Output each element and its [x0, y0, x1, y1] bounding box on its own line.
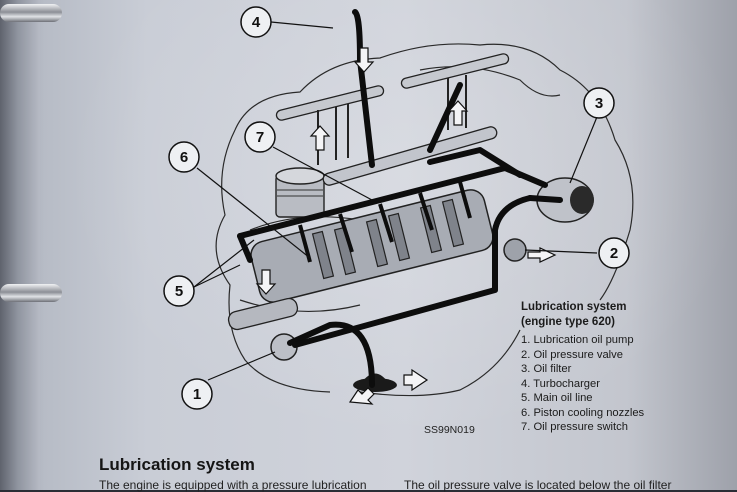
svg-text:4: 4	[252, 14, 261, 31]
rocker-arms	[275, 53, 510, 165]
flow-arrow-valve	[527, 247, 557, 263]
flow-arrows	[255, 47, 557, 405]
crankshaft	[227, 189, 494, 331]
oil-filter	[536, 177, 594, 223]
legend-item: 5. Main oil line	[521, 392, 593, 404]
callout-6: 6	[168, 141, 200, 173]
legend-item: 6. Piston cooling nozzles	[521, 406, 645, 419]
flow-arrow-line	[255, 269, 277, 295]
callout-5: 5	[163, 275, 195, 307]
svg-text:6: 6	[180, 149, 188, 166]
oil-lines	[237, 9, 563, 388]
callout-2: 2	[598, 237, 630, 269]
flow-arrow-rocker-2	[447, 100, 469, 126]
binder-ring-middle	[0, 284, 62, 302]
leader-lines	[193, 21, 600, 381]
flow-arrow-sump-right	[403, 368, 429, 392]
oil-pickup	[353, 373, 397, 392]
branch-lines	[298, 181, 472, 263]
engine-outline	[215, 43, 634, 397]
figure-code: SS99N019	[424, 424, 475, 436]
callout-3: 3	[583, 87, 615, 119]
svg-text:3: 3	[595, 95, 603, 112]
callout-7: 7	[244, 121, 276, 153]
callout-4: 4	[240, 6, 272, 38]
legend-item: 3. Oil filter	[521, 363, 572, 375]
binder-edge	[0, 0, 40, 490]
svg-text:5: 5	[175, 283, 183, 300]
callout-1: 1	[181, 378, 213, 410]
oil-pressure-valve	[503, 238, 527, 262]
piston	[275, 167, 325, 218]
legend-subtitle: (engine type 620)	[521, 315, 615, 328]
legend-item: 1. Lubrication oil pump	[521, 334, 634, 346]
camshaft	[322, 126, 498, 186]
flow-arrow-turbo	[353, 47, 375, 73]
section-heading: Lubrication system	[99, 455, 255, 474]
figure-legend: Lubrication system (engine type 620) 1. …	[521, 300, 644, 435]
flow-arrow-rocker	[309, 125, 331, 151]
legend-item: 2. Oil pressure valve	[521, 348, 623, 361]
body-text-left: The engine is equipped with a pressure l…	[99, 478, 367, 492]
legend-item: 4. Turbocharger	[521, 377, 600, 390]
svg-text:2: 2	[610, 245, 618, 262]
binder-ring-top	[0, 4, 62, 22]
svg-text:7: 7	[256, 129, 264, 146]
svg-text:1: 1	[193, 386, 201, 403]
legend-item: 7. Oil pressure switch	[521, 421, 628, 433]
legend-title: Lubrication system	[521, 301, 627, 313]
legend-list: 1. Lubrication oil pump 2. Oil pressure …	[521, 333, 644, 435]
body-text-right: The oil pressure valve is located below …	[404, 478, 672, 492]
flow-arrow-sump-left	[348, 387, 375, 405]
